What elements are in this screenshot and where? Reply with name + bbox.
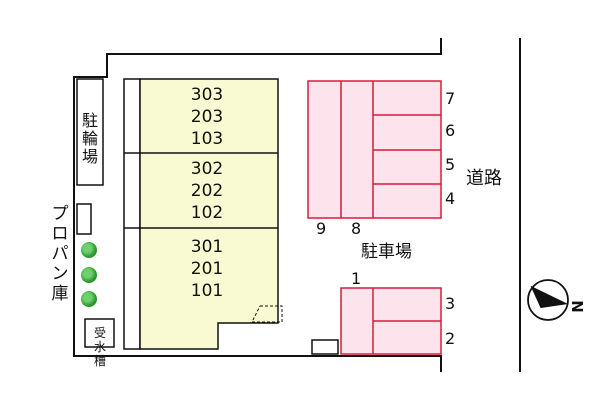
site-boundary — [73, 38, 442, 372]
unit-number: 201 — [190, 259, 224, 279]
unit-number: 303 — [190, 85, 224, 105]
compass-north-label: N — [567, 300, 586, 313]
compass-icon — [527, 279, 569, 321]
parking-space-number: 5 — [445, 155, 456, 174]
unit-block-row3: 303 203 103 — [140, 84, 274, 150]
propane-storage-label: プロパン庫 — [51, 204, 69, 304]
building-footprint — [139, 78, 279, 350]
water-tank — [84, 318, 115, 348]
unit-number: 101 — [190, 281, 224, 301]
entrance-step — [251, 305, 283, 323]
apartment-building — [123, 78, 283, 350]
water-tank-label: 受水槽 — [93, 326, 106, 368]
road-label: 道路 — [466, 168, 502, 189]
parking-space-number: 9 — [316, 219, 327, 238]
parking-space-number: 2 — [445, 329, 456, 348]
unit-number: 302 — [190, 159, 224, 179]
unit-number: 301 — [190, 237, 224, 257]
unit-number: 103 — [190, 129, 224, 149]
building-corridor — [123, 78, 141, 350]
tree-icon — [81, 242, 97, 258]
unit-number: 102 — [190, 203, 224, 223]
bicycle-parking-label: 駐輪場 — [81, 111, 98, 166]
parking-space-number: 3 — [445, 294, 456, 313]
utility-box — [311, 339, 339, 355]
parking-area-upper — [307, 80, 442, 219]
parking-space-number: 7 — [445, 89, 456, 108]
tree-icon — [81, 291, 97, 307]
bicycle-parking — [76, 78, 104, 186]
parking-space-number: 6 — [445, 121, 456, 140]
tree-icon — [81, 267, 97, 283]
parking-area-lower — [340, 287, 442, 355]
propane-storage — [76, 203, 92, 235]
unit-block-row2: 302 202 102 — [140, 158, 274, 224]
unit-number: 203 — [190, 107, 224, 127]
unit-block-row1: 301 201 101 — [140, 236, 274, 302]
parking-space-number: 1 — [351, 269, 362, 288]
parking-space-number: 8 — [351, 219, 362, 238]
parking-label: 駐車場 — [361, 242, 412, 262]
unit-number: 202 — [190, 181, 224, 201]
parking-space-number: 4 — [445, 189, 456, 208]
